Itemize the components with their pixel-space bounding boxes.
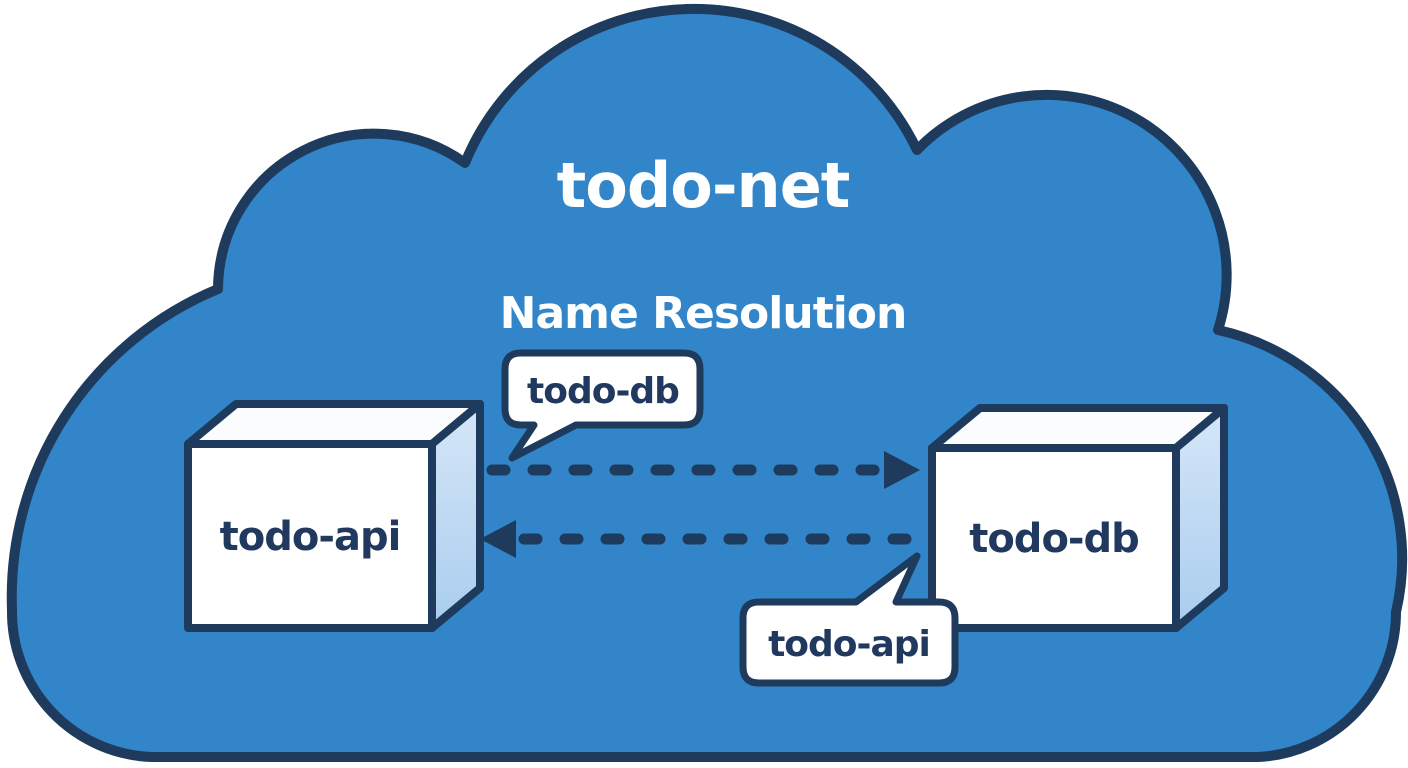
node-todo-db-front-face (928, 444, 1180, 632)
subtitle: Name Resolution (500, 288, 907, 339)
node-todo-db-side-face (1172, 404, 1228, 632)
speech-bubble-todo-api: todo-api (739, 552, 959, 687)
speech-bubble-todo-api-shape (739, 552, 959, 687)
speech-bubble-todo-db-label: todo-db (527, 371, 679, 412)
speech-bubble-todo-db: todo-db (501, 349, 704, 462)
cloud-shape (6, 3, 1408, 762)
node-todo-api: todo-api (184, 400, 484, 632)
speech-bubble-todo-db-shape (501, 349, 704, 462)
network-title: todo-net (557, 149, 850, 222)
node-todo-db: todo-db (928, 404, 1228, 632)
speech-bubble-todo-api-label: todo-api (768, 624, 930, 665)
node-todo-api-front-face (184, 440, 436, 632)
arrow-db-to-api-arrowhead-icon (480, 520, 516, 558)
node-todo-api-label: todo-api (220, 514, 401, 560)
node-todo-db-label: todo-db (969, 516, 1139, 562)
node-todo-api-side-face (428, 400, 484, 632)
arrow-api-to-db (486, 451, 920, 489)
arrow-db-to-api (480, 520, 928, 558)
arrow-api-to-db-arrowhead-icon (884, 451, 920, 489)
